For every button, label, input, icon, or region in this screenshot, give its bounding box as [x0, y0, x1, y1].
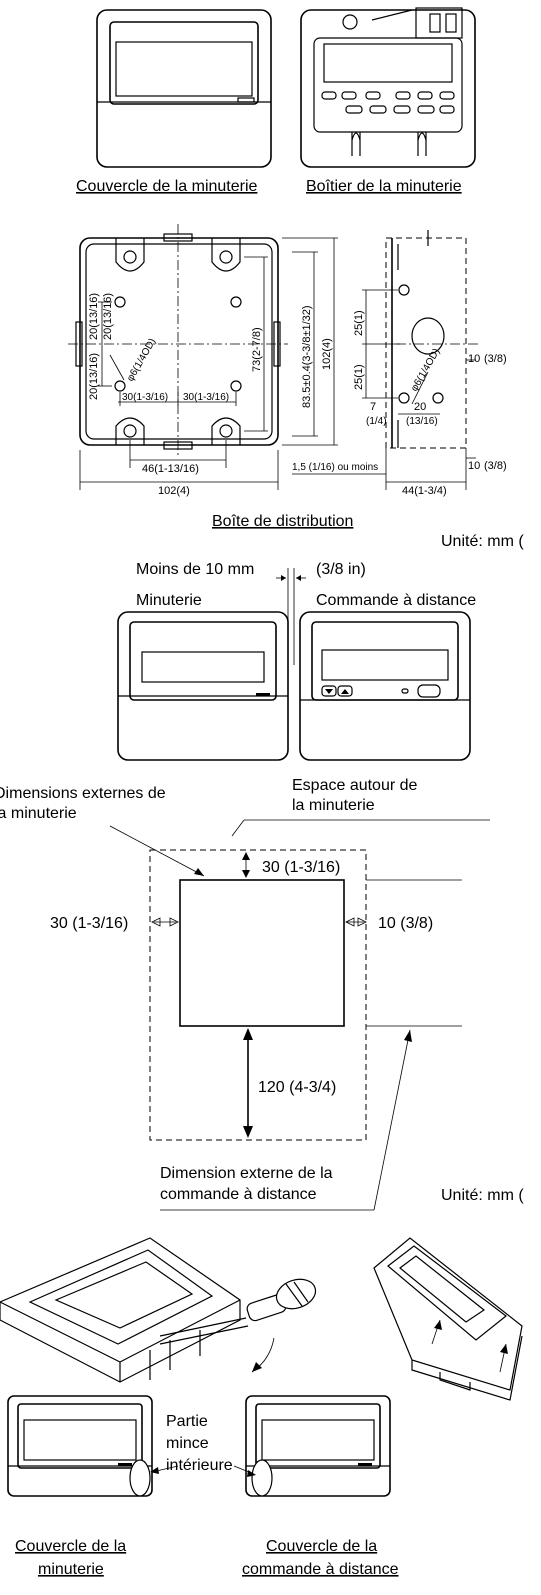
dim-20-left-mid: 20(13/16) — [102, 293, 114, 340]
dim-44: 44(1-3/4) — [402, 485, 447, 497]
dim-20-left-bottom: 20(13/16) — [88, 353, 100, 400]
fig5-remote-cover-line1: Couvercle de la — [266, 1538, 377, 1555]
dim-25-bottom: 25(1) — [353, 364, 365, 390]
fig5-timer-cover-line2: minuterie — [38, 1561, 104, 1578]
dim-10-top: 10 — [468, 353, 480, 365]
dim-7: 7 — [370, 401, 376, 413]
fig2-distribution-box-side — [292, 230, 480, 490]
dim-10-top-in: (3/8) — [484, 353, 507, 365]
dim-102-vertical: 102(4) — [321, 338, 333, 370]
dim-1-5: 1,5 (1/16) ou moins — [292, 462, 378, 473]
fig2-title: Boîte de distribution — [212, 513, 353, 530]
dim-7-in: (1/4) — [366, 416, 387, 427]
dim-83-5: 83.5±0.4(3-3/8±1/32) — [301, 305, 313, 408]
dim-10-bottom-in: (3/8) — [484, 460, 507, 472]
fig5-cover-removal-remote — [373, 1237, 523, 1401]
fig5-timer-cover-line1: Couvercle de la — [15, 1538, 126, 1555]
fig4-clearance-drawing — [109, 819, 490, 1211]
fig4-space-line2: la minuterie — [292, 797, 375, 814]
fig5-thin-line2: mince — [166, 1435, 209, 1452]
fig2-unit: Unité: mm ( — [441, 533, 524, 550]
dim-20-side: 20 — [414, 401, 426, 413]
fig5-thin-part-leaders — [150, 1465, 256, 1477]
fig1-timer-case — [300, 7, 476, 168]
dim-102-horizontal: 102(4) — [158, 485, 190, 497]
dim-20-left-top: 20(13/16) — [88, 293, 100, 340]
fig4-top-gap: 30 (1-3/16) — [262, 859, 340, 876]
dim-25-top: 25(1) — [353, 310, 365, 336]
fig3-right-label: Commande à distance — [316, 592, 476, 609]
dim-30-right: 30(1-3/16) — [183, 392, 229, 403]
dim-10-bottom: 10 — [468, 460, 480, 472]
fig4-ext-remote-line2: commande à distance — [160, 1186, 317, 1203]
fig5-cover-removal-timer — [0, 1237, 317, 1383]
dim-30-left: 30(1-3/16) — [122, 392, 168, 403]
dim-46: 46(1-13/16) — [142, 463, 199, 475]
fig4-right-gap: 10 (3/8) — [378, 915, 433, 932]
fig4-ext-remote-line1: Dimension externe de la — [160, 1165, 333, 1182]
fig2-distribution-box-front — [68, 224, 338, 490]
fig4-space-line1: Espace autour de — [292, 777, 418, 794]
dim-73: 73(2-7/8) — [251, 327, 263, 372]
fig3-gap-in: (3/8 in) — [316, 561, 366, 578]
fig5-remote-cover-line2: commande à distance — [242, 1561, 399, 1578]
fig4-unit: Unité: mm ( — [441, 1187, 524, 1204]
fig5-timer-cover — [7, 1395, 153, 1497]
fig4-left-gap: 30 (1-3/16) — [50, 915, 128, 932]
fig1-case-label: Boîtier de la minuterie — [306, 178, 462, 195]
fig1-cover-label: Couvercle de la minuterie — [76, 178, 258, 195]
fig3-remote-control — [299, 611, 471, 761]
fig5-remote-cover — [245, 1395, 391, 1497]
fig3-left-label: Minuterie — [136, 592, 202, 609]
fig5-thin-line3: intérieure — [166, 1457, 233, 1474]
fig5-thin-line1: Partie — [166, 1413, 208, 1430]
fig4-ext-timer-line1: Dimensions externes de — [0, 785, 166, 802]
dim-20-side-in: (13/16) — [406, 416, 438, 427]
fig2-dimension-labels: 20(13/16) 20(13/16) 20(13/16) φ6(1/4OD) … — [88, 293, 507, 497]
fig3-timer — [117, 611, 289, 761]
fig4-bottom-gap: 120 (4-3/4) — [258, 1079, 336, 1096]
fig3-gap-text: Moins de 10 mm — [136, 561, 254, 578]
fig4-ext-timer-line2: la minuterie — [0, 805, 77, 822]
fig1-timer-cover — [96, 9, 272, 168]
